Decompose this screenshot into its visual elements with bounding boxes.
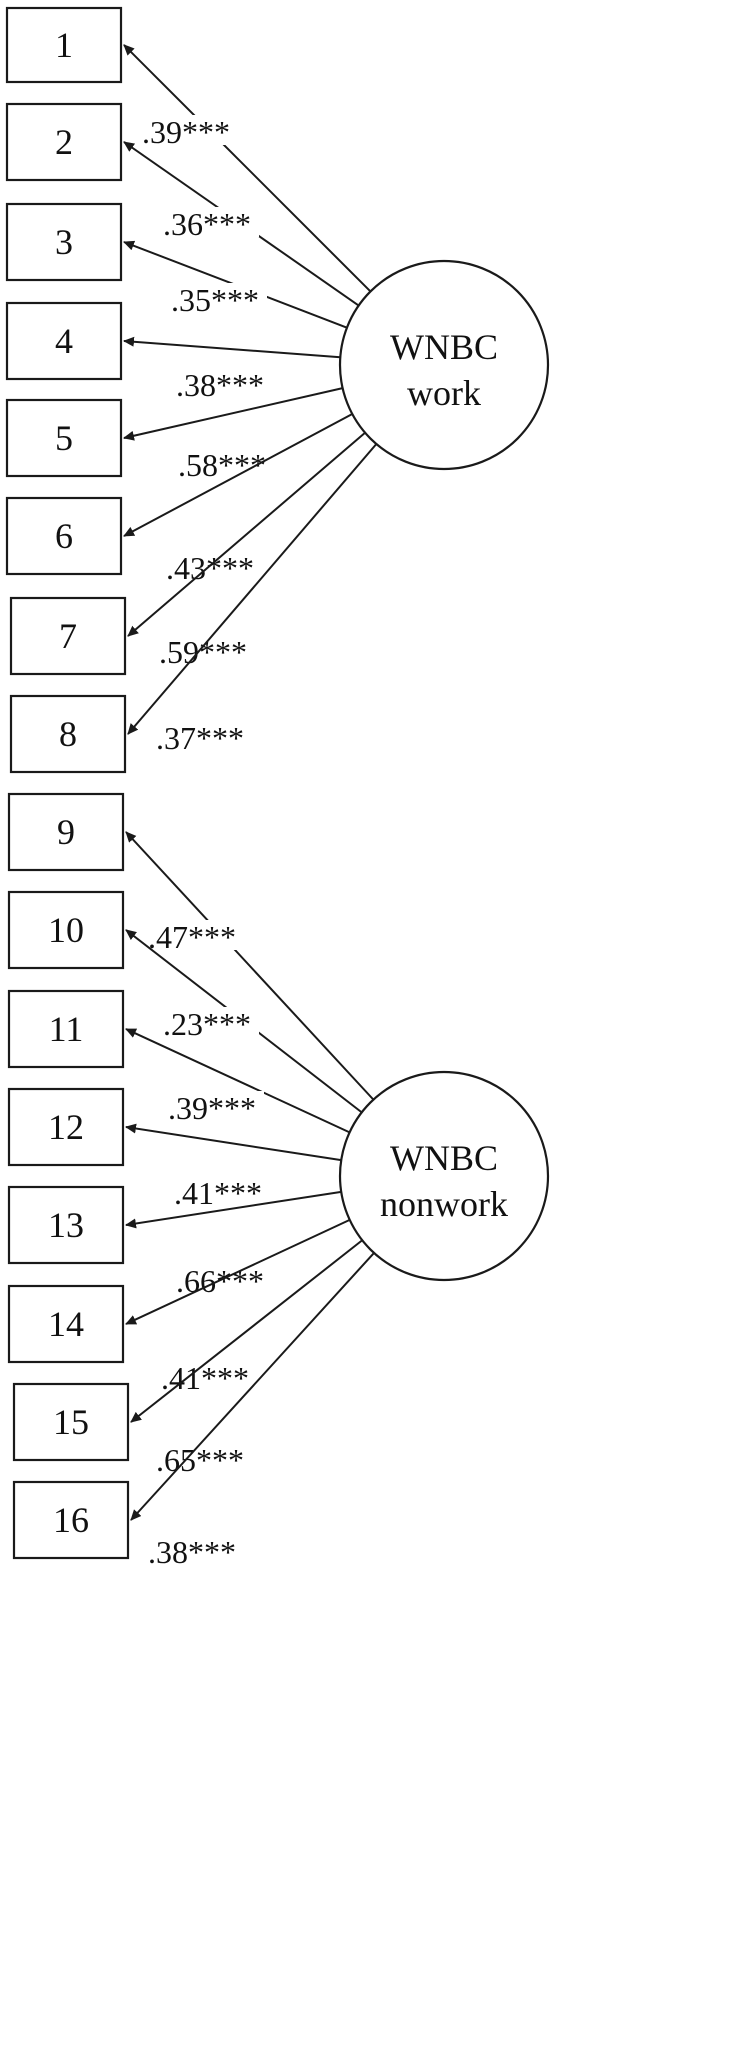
- loading-label-9: .47***: [140, 919, 244, 955]
- indicator-box-16: 16: [12, 1480, 130, 1560]
- indicator-box-7: 7: [9, 596, 127, 676]
- loading-label-11: .39***: [160, 1090, 264, 1126]
- indicator-label: 14: [48, 1304, 84, 1344]
- indicator-box-1: 1: [5, 6, 123, 84]
- indicator-box-12: 12: [7, 1087, 125, 1167]
- loading-value: .37***: [156, 720, 244, 756]
- path-arrow-13: [125, 1190, 342, 1229]
- indicator-box-11: 11: [7, 989, 125, 1069]
- indicator-box-10: 10: [7, 890, 125, 970]
- factor-work: WNBC work: [338, 259, 550, 471]
- path-arrow-7: [127, 431, 366, 637]
- indicator-box-15: 15: [12, 1382, 130, 1462]
- loading-label-4: .38***: [168, 367, 272, 403]
- indicator-label: 2: [55, 122, 73, 162]
- loading-value: .39***: [168, 1090, 256, 1126]
- indicator-label: 6: [55, 516, 73, 556]
- loading-label-15: .65***: [148, 1442, 252, 1478]
- loading-value: .38***: [148, 1534, 236, 1570]
- factor-label-line1: WNBC: [390, 1138, 498, 1178]
- indicator-label: 10: [48, 910, 84, 950]
- indicator-box-2: 2: [5, 102, 123, 182]
- indicator-box-14: 14: [7, 1284, 125, 1364]
- indicator-label: 15: [53, 1402, 89, 1442]
- loading-value: .41***: [161, 1360, 249, 1396]
- path-arrow-1: [123, 44, 372, 293]
- indicator-label: 9: [57, 812, 75, 852]
- loading-value: .58***: [178, 447, 266, 483]
- path-arrow-6: [123, 413, 353, 537]
- loading-value: .65***: [156, 1442, 244, 1478]
- path-arrow-16: [130, 1252, 375, 1521]
- loading-label-16: .38***: [140, 1534, 244, 1570]
- loading-label-6: .43***: [158, 550, 262, 586]
- path-arrow-12: [125, 1123, 342, 1162]
- path-arrow-4: [123, 336, 341, 359]
- indicator-box-6: 6: [5, 496, 123, 576]
- factor-nonwork: WNBC nonwork: [338, 1070, 550, 1282]
- indicator-box-8: 8: [9, 694, 127, 774]
- loading-label-3: .35***: [163, 282, 267, 318]
- loading-value: .36***: [163, 206, 251, 242]
- latent-factor-circle: [338, 259, 550, 471]
- indicator-label: 16: [53, 1500, 89, 1540]
- indicator-box-5: 5: [5, 398, 123, 478]
- loading-label-7: .59***: [151, 634, 255, 670]
- indicator-box-4: 4: [5, 301, 123, 381]
- loading-label-1: .39***: [134, 114, 238, 150]
- path-arrow-5: [123, 387, 343, 441]
- factor-label-line2: nonwork: [380, 1184, 508, 1224]
- factor-label-line2: work: [407, 373, 481, 413]
- indicator-label: 11: [49, 1009, 84, 1049]
- latent-factor-circle: [338, 1070, 550, 1282]
- path-arrow-9: [125, 831, 375, 1101]
- indicator-label: 3: [55, 222, 73, 262]
- loading-value: .47***: [148, 919, 236, 955]
- loading-value: .59***: [159, 634, 247, 670]
- loading-label-10: .23***: [155, 1006, 259, 1042]
- path-arrow-8: [127, 443, 378, 735]
- indicator-box-13: 13: [7, 1185, 125, 1265]
- path-arrow-15: [130, 1239, 363, 1423]
- loading-label-14: .41***: [153, 1360, 257, 1396]
- loading-value: .38***: [176, 367, 264, 403]
- loading-value: .41***: [174, 1175, 262, 1211]
- loading-value: .43***: [166, 550, 254, 586]
- loading-label-12: .41***: [166, 1175, 270, 1211]
- indicator-label: 4: [55, 321, 73, 361]
- loading-value: .35***: [171, 282, 259, 318]
- factor-label-line1: WNBC: [390, 327, 498, 367]
- indicator-label: 1: [55, 25, 73, 65]
- indicator-box-9: 9: [7, 792, 125, 872]
- loading-value: .39***: [142, 114, 230, 150]
- indicator-label: 13: [48, 1205, 84, 1245]
- indicator-box-3: 3: [5, 202, 123, 282]
- indicator-label: 12: [48, 1107, 84, 1147]
- path-arrow-11: [125, 1028, 351, 1134]
- loading-label-2: .36***: [155, 206, 259, 242]
- indicator-label: 8: [59, 714, 77, 754]
- loading-label-8: .37***: [148, 720, 252, 756]
- indicator-label: 7: [59, 616, 77, 656]
- indicator-label: 5: [55, 418, 73, 458]
- loading-value: .23***: [163, 1006, 251, 1042]
- path-arrow-14: [125, 1218, 351, 1325]
- loading-label-5: .58***: [170, 447, 274, 483]
